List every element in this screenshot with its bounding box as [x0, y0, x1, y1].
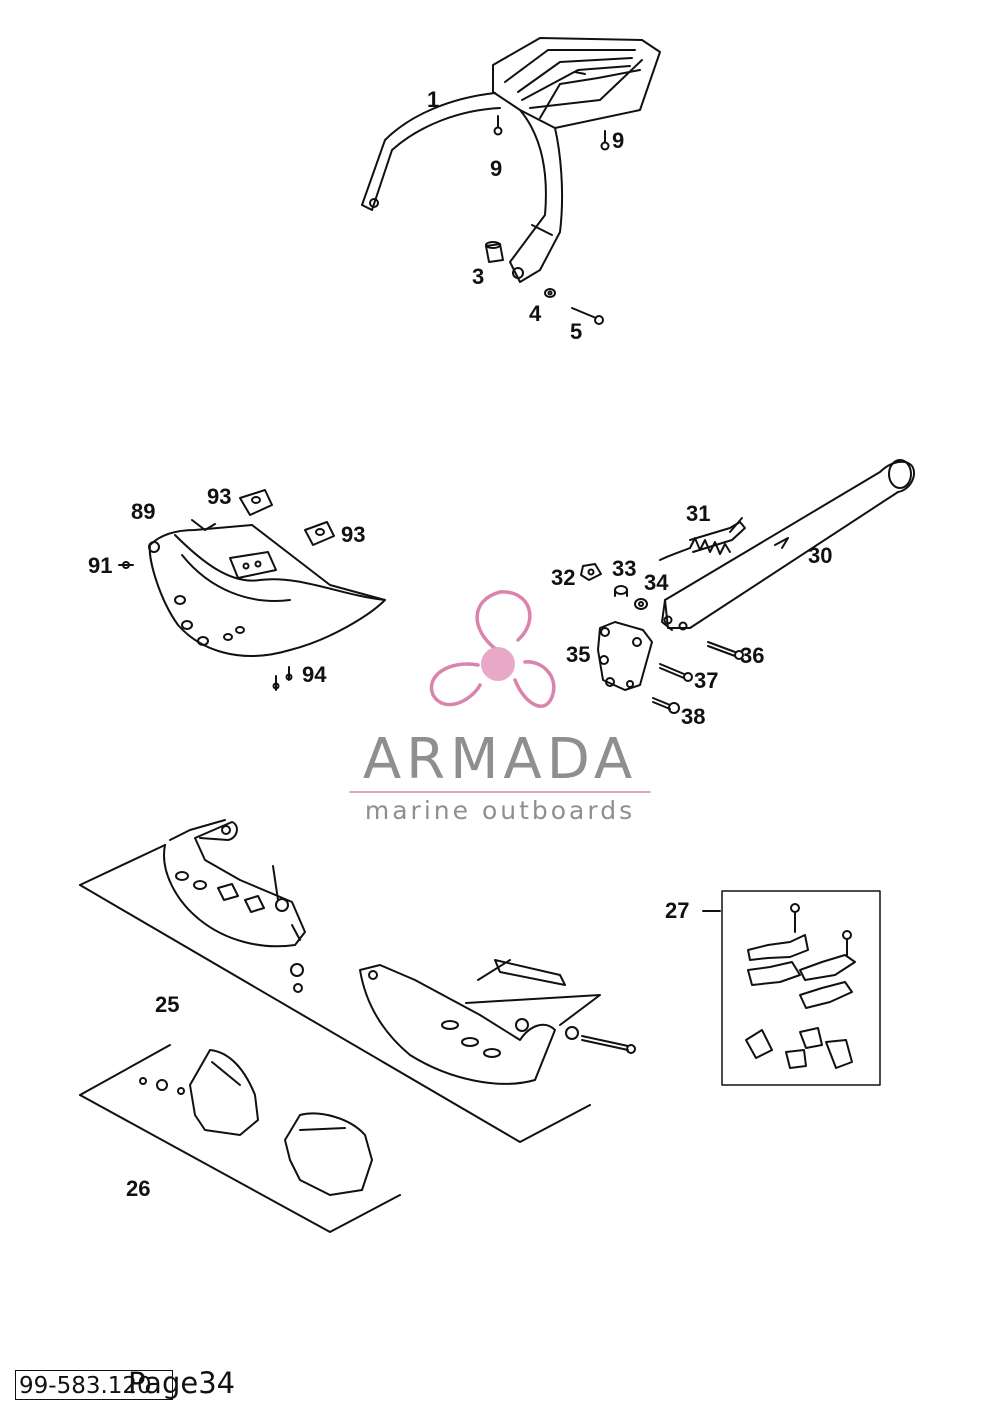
document-code: 99-583.120	[15, 1370, 173, 1400]
screw-9-right	[600, 130, 610, 151]
mounting-kit-27	[702, 890, 881, 1086]
armada-propeller-logo	[429, 590, 556, 708]
callout-33: 33	[612, 556, 637, 581]
screw-9-left	[493, 115, 503, 136]
callout-26: 26	[126, 1176, 151, 1201]
spacer-3	[485, 241, 504, 263]
callout-9-right: 9	[612, 128, 625, 153]
callout-35: 35	[566, 642, 591, 667]
watermark-brand-name: ARMADA	[362, 727, 638, 792]
bushing-33	[614, 585, 628, 597]
stand-bracket-35	[597, 621, 653, 691]
callout-94: 94	[302, 662, 327, 687]
side-stand	[661, 459, 916, 631]
rear-carrier-rack	[361, 37, 661, 283]
mount-block-93-top	[239, 489, 273, 516]
bolt-37	[659, 663, 693, 682]
callout-37: 37	[694, 668, 719, 693]
callout-25: 25	[155, 992, 180, 1017]
callout-89: 89	[131, 499, 156, 524]
callout-36: 36	[740, 643, 765, 668]
deflector-kit-26	[79, 1044, 401, 1233]
callout-31: 31	[686, 501, 711, 526]
callout-3: 3	[472, 264, 485, 289]
screw-91	[118, 561, 134, 569]
bolt-5	[571, 307, 604, 325]
page-number: Page34	[128, 1366, 236, 1400]
callout-9-left: 9	[490, 156, 503, 181]
spring-31	[659, 517, 746, 561]
bolt-38	[652, 697, 680, 714]
washer-4	[544, 288, 556, 298]
callout-30: 30	[808, 543, 833, 568]
screws-94	[272, 666, 293, 691]
callout-91: 91	[88, 553, 113, 578]
callout-27: 27	[665, 898, 690, 923]
callout-32: 32	[551, 565, 576, 590]
callout-93-right: 93	[341, 522, 366, 547]
washer-34	[634, 598, 648, 610]
handguard-kit-25	[79, 819, 636, 1143]
callout-93-top: 93	[207, 484, 232, 509]
skid-plate	[148, 519, 386, 657]
watermark-tagline: marine outboards	[364, 796, 636, 825]
callout-4: 4	[529, 301, 542, 326]
callout-1: 1	[427, 87, 440, 112]
nut-32	[580, 563, 602, 581]
mount-block-93-right	[304, 521, 335, 546]
callout-38: 38	[681, 704, 706, 729]
callout-34: 34	[644, 570, 669, 595]
callout-5: 5	[570, 319, 583, 344]
bolt-36	[707, 641, 744, 660]
